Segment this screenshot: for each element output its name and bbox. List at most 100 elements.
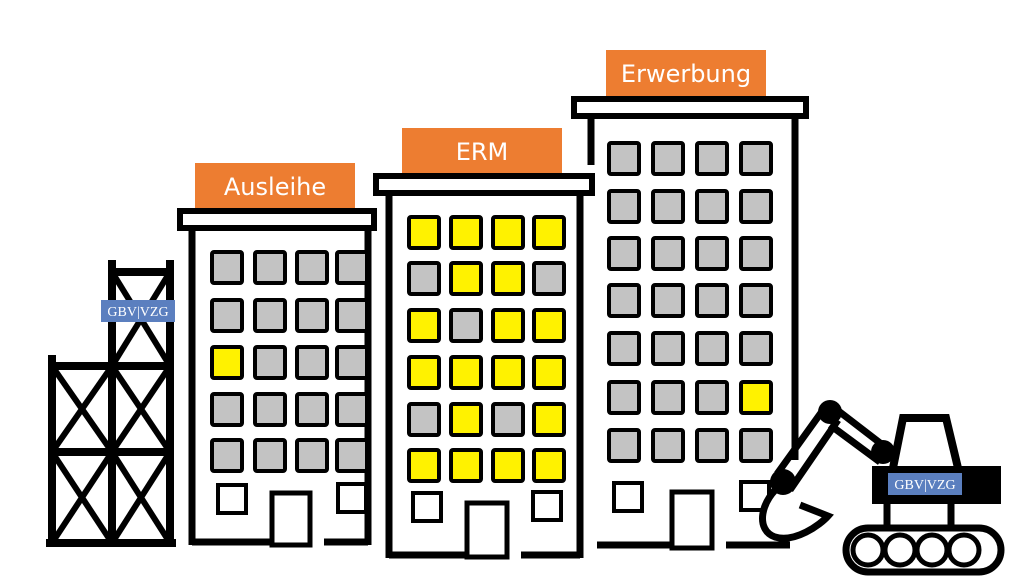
dark-window: [335, 438, 369, 473]
building-erwerbung: Erwerbung: [571, 50, 809, 551]
track-wheels: [850, 532, 982, 568]
ground-window: [531, 490, 563, 522]
roof: [177, 208, 377, 231]
lit-window: [449, 402, 483, 437]
dark-window: [695, 236, 729, 271]
dark-window: [210, 298, 244, 333]
lit-window: [491, 308, 525, 343]
dark-window: [651, 331, 685, 366]
scaffold-logo-text: GBV|VZG: [107, 305, 168, 320]
dark-window: [253, 392, 287, 427]
lit-window: [407, 448, 441, 483]
dark-window: [695, 189, 729, 224]
dark-window: [607, 380, 641, 415]
dark-window: [607, 331, 641, 366]
dark-window: [335, 298, 369, 333]
lit-window: [491, 261, 525, 296]
dark-window: [739, 189, 773, 224]
dark-window: [607, 141, 641, 176]
dark-window: [335, 392, 369, 427]
dark-window: [651, 380, 685, 415]
building-label-text: ERM: [456, 138, 509, 166]
dark-window: [695, 331, 729, 366]
dark-window: [695, 380, 729, 415]
dark-window: [651, 428, 685, 463]
buildings: Ausleihe ERM Erwerbung: [177, 50, 809, 560]
ground-window: [411, 491, 443, 523]
lit-window: [407, 355, 441, 390]
dark-window: [295, 298, 329, 333]
dark-window: [210, 250, 244, 285]
dark-window: [253, 298, 287, 333]
dark-window: [253, 438, 287, 473]
lit-window: [449, 355, 483, 390]
excavator: GBV|VZG: [759, 400, 1005, 576]
lit-window: [532, 448, 566, 483]
dark-window: [295, 345, 329, 380]
dark-window: [695, 428, 729, 463]
lit-window: [491, 215, 525, 250]
dark-window: [739, 331, 773, 366]
ground-window: [216, 483, 248, 515]
building-label-text: Ausleihe: [224, 173, 326, 201]
dark-window: [651, 141, 685, 176]
excavator-logo: GBV|VZG: [888, 473, 962, 495]
building-label-text: Erwerbung: [621, 60, 751, 88]
dark-window: [253, 250, 287, 285]
lit-window: [739, 380, 773, 415]
excavator-logo-text: GBV|VZG: [894, 478, 955, 493]
dark-window: [295, 392, 329, 427]
lit-window: [532, 402, 566, 437]
dark-window: [695, 283, 729, 318]
door: [269, 490, 313, 548]
roof: [571, 96, 809, 119]
dark-window: [739, 141, 773, 176]
dark-window: [607, 236, 641, 271]
dark-window: [407, 261, 441, 296]
building-label: ERM: [402, 128, 562, 173]
dark-window: [651, 283, 685, 318]
dark-window: [695, 141, 729, 176]
door: [669, 489, 715, 551]
dark-window: [253, 345, 287, 380]
dark-window: [607, 189, 641, 224]
building-erm: ERM: [373, 128, 595, 560]
lit-window: [532, 355, 566, 390]
dark-window: [295, 250, 329, 285]
lit-window: [532, 215, 566, 250]
dark-window: [335, 345, 369, 380]
building-ausleihe: Ausleihe: [177, 163, 377, 548]
building-label: Ausleihe: [195, 163, 355, 208]
lit-window: [491, 448, 525, 483]
dark-window: [607, 428, 641, 463]
door: [464, 500, 510, 560]
lit-window: [491, 355, 525, 390]
building-label: Erwerbung: [606, 50, 766, 96]
dark-window: [449, 308, 483, 343]
dark-window: [739, 283, 773, 318]
dark-window: [210, 392, 244, 427]
lit-window: [407, 215, 441, 250]
ground-window: [336, 482, 368, 514]
lit-window: [449, 448, 483, 483]
dark-window: [335, 250, 369, 285]
scaffold: [46, 260, 176, 547]
dark-window: [407, 402, 441, 437]
dark-window: [739, 428, 773, 463]
lit-window: [449, 215, 483, 250]
dark-window: [210, 438, 244, 473]
scaffold-logo: GBV|VZG: [101, 300, 175, 322]
lit-window: [210, 345, 244, 380]
dark-window: [651, 236, 685, 271]
lit-window: [449, 261, 483, 296]
dark-window: [651, 189, 685, 224]
dark-window: [739, 236, 773, 271]
ground-window: [612, 481, 644, 513]
lit-window: [532, 308, 566, 343]
dark-window: [532, 261, 566, 296]
dark-window: [295, 438, 329, 473]
roof: [373, 173, 595, 196]
dark-window: [607, 283, 641, 318]
lit-window: [407, 308, 441, 343]
